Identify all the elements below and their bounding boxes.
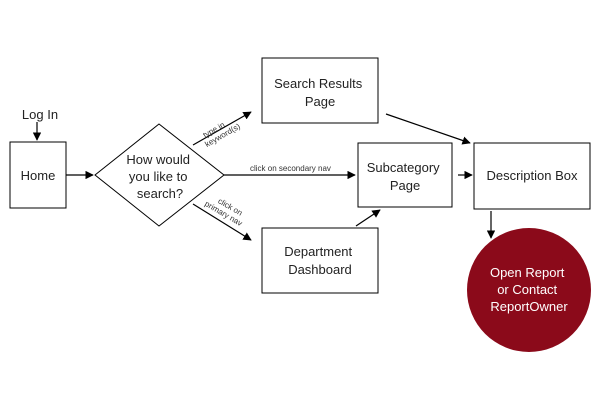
- edge-decision-search: [192, 111, 252, 146]
- edge-label-secondary-nav: click on secondary nav: [250, 164, 331, 173]
- department-label: Department Dashboard: [284, 244, 356, 277]
- edge-search-description: [385, 113, 471, 145]
- edge-label-primary-nav: click on primary nav: [203, 191, 248, 227]
- search-results-label: Search Results Page: [274, 76, 366, 109]
- description-box-node: Description Box: [473, 142, 591, 210]
- subcategory-node: Subcategory Page: [357, 142, 453, 208]
- edge-decision-department: [192, 203, 252, 241]
- search-decision-node: How would you like to search?: [94, 123, 225, 227]
- edge-department-subcategory: [355, 209, 381, 227]
- outcome-label: Open Report or Contact ReportOwner: [490, 265, 568, 314]
- home-label: Home: [21, 168, 56, 183]
- subcategory-label: Subcategory Page: [367, 160, 444, 193]
- login-label: Log In: [22, 107, 58, 122]
- edge-label-keywords: type in keyword(s): [199, 114, 242, 149]
- home-node: Home: [9, 141, 67, 209]
- department-dashboard-node: Department Dashboard: [261, 227, 379, 294]
- search-results-node: Search Results Page: [261, 57, 379, 124]
- outcome-node: Open Report or Contact ReportOwner: [467, 228, 591, 352]
- description-label: Description Box: [486, 168, 578, 183]
- decision-label: How would you like to search?: [126, 152, 193, 201]
